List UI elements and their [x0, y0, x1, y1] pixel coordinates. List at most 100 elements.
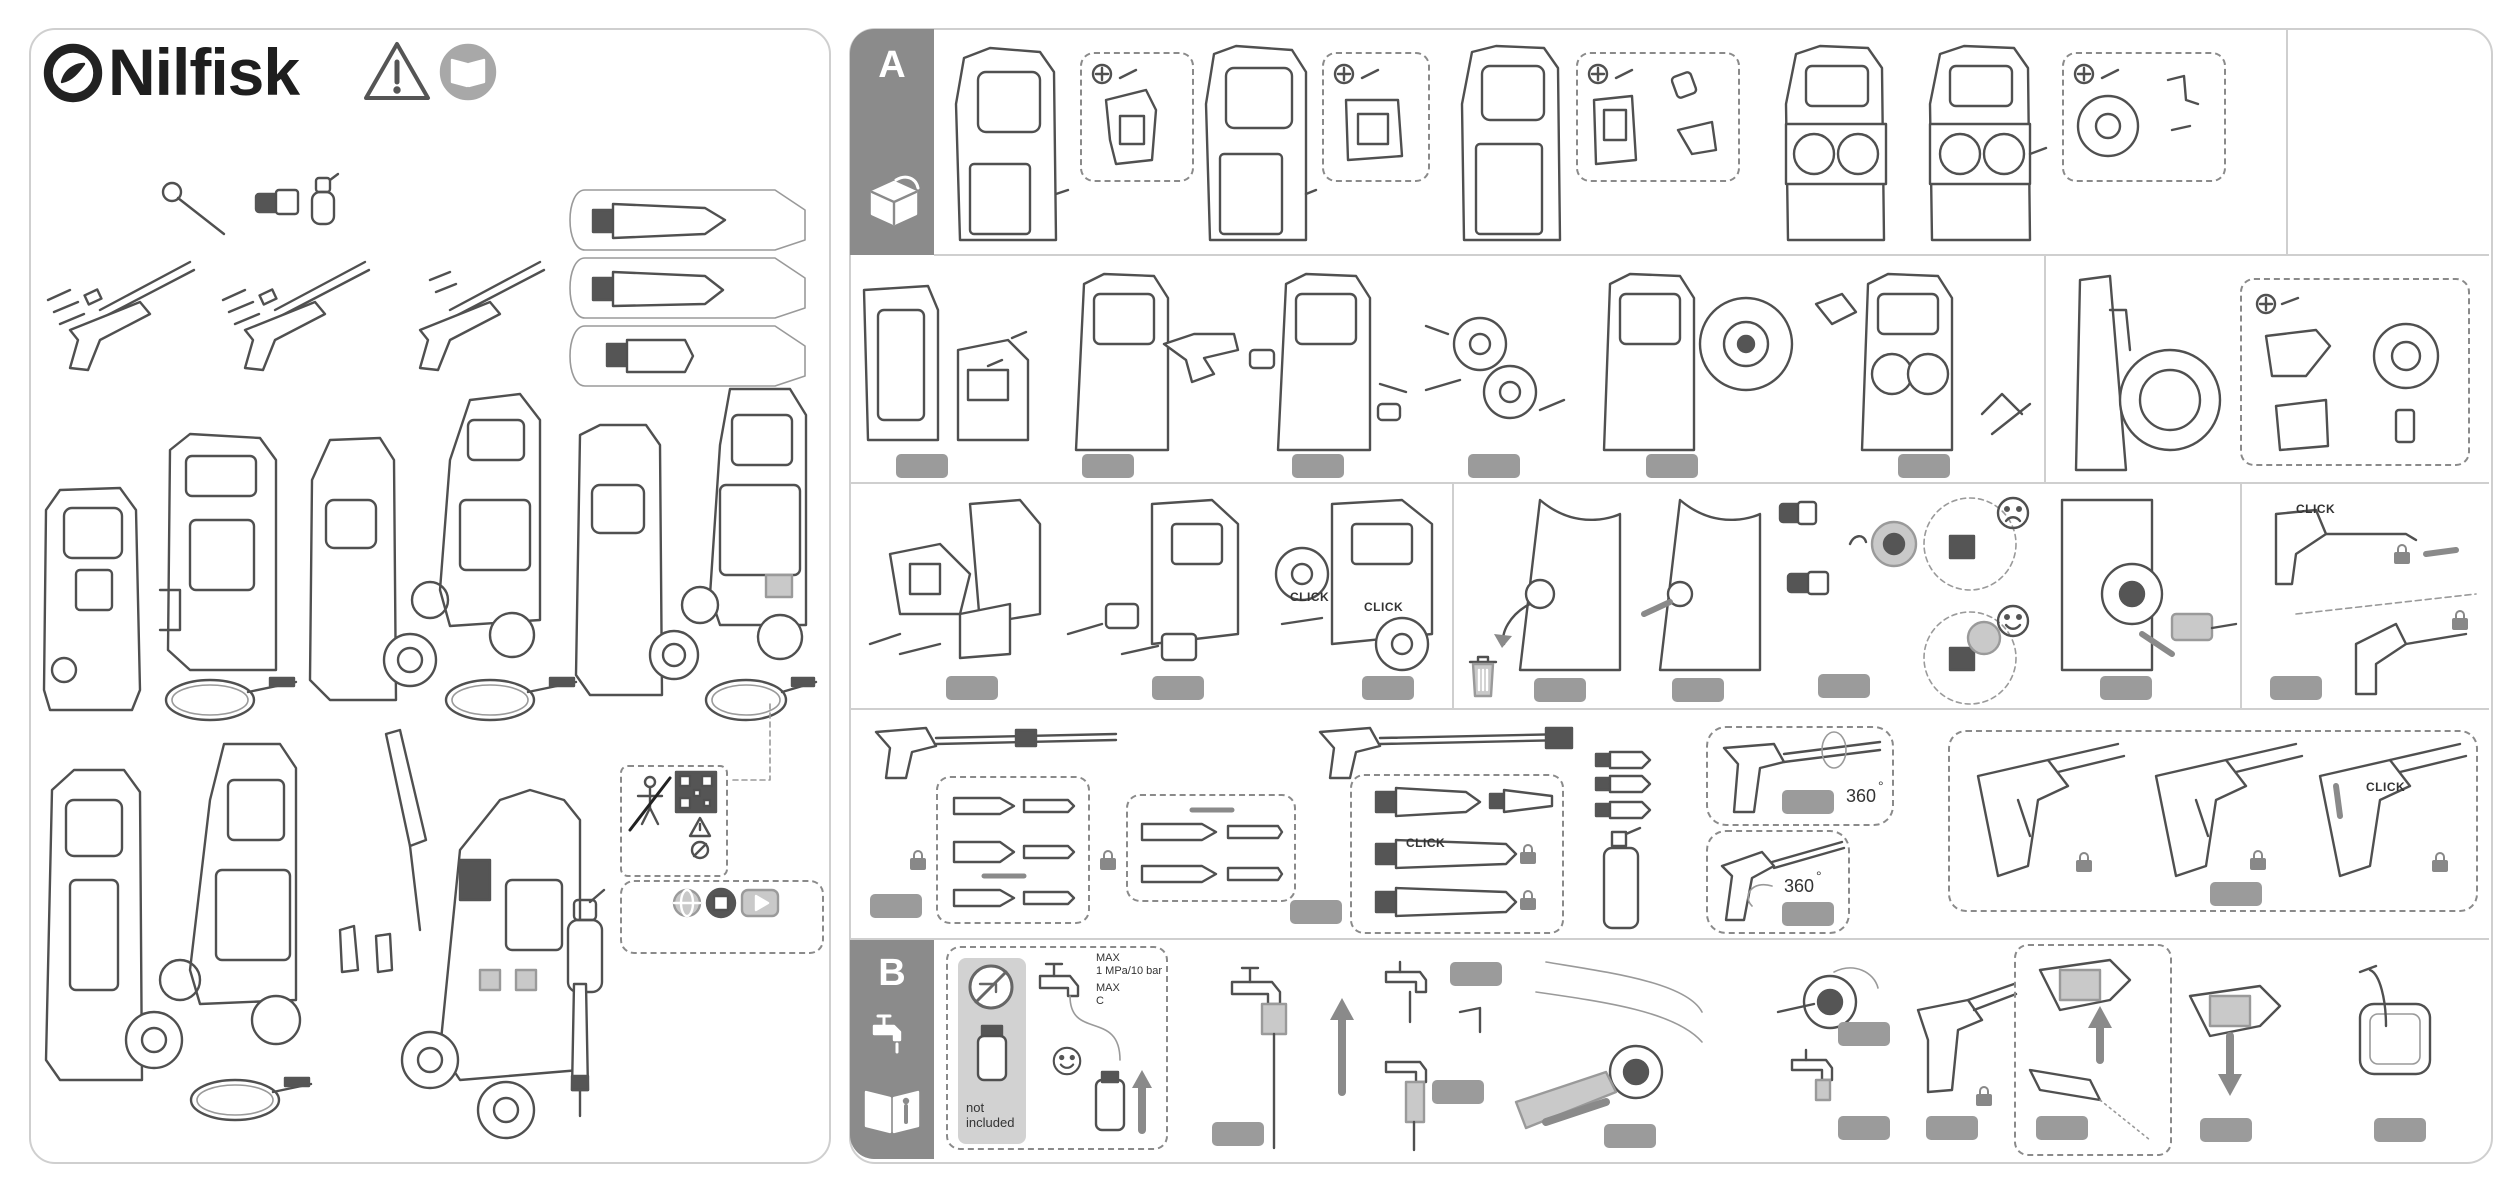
step-pill: [1782, 902, 1834, 926]
row-divider-4: [850, 938, 2489, 940]
sad-face-icon: [1996, 496, 2030, 530]
lance-part: [570, 982, 590, 1118]
media-links-box: [620, 880, 824, 954]
step-pill: [2374, 1118, 2426, 1142]
r4-nozzle-box-2: [1126, 794, 1296, 902]
step-pill: [1818, 674, 1870, 698]
box-unpack-icon: [870, 175, 920, 226]
step-pill: [1646, 454, 1698, 478]
r3-compare-circles: [1923, 497, 2017, 705]
step-pill: [1082, 454, 1134, 478]
step-pill: [946, 676, 998, 700]
rotation-label: 360: [1784, 876, 1815, 896]
r4-rotate-box-1: [1706, 726, 1894, 826]
r4-nozzle-set-3: [1374, 786, 1554, 918]
a-detail-3-parts: [1587, 63, 1718, 166]
hose-coil-3: [704, 676, 818, 722]
a-detail-box-2: [1322, 52, 1430, 182]
a-frame-2: [1204, 44, 1318, 242]
r3-assembly-2: [1066, 498, 1240, 662]
r4-gun-lance-1: [874, 726, 1118, 780]
step-pill: [2200, 1118, 2252, 1142]
step-pill: [1152, 676, 1204, 700]
no-person-icon: [628, 775, 672, 832]
water-tap-icon: [872, 1014, 902, 1054]
lock-icon: [1520, 890, 1536, 910]
col-divider-r3b: [2240, 484, 2242, 708]
b-no-tap-icon: [968, 964, 1014, 1010]
lock-icon: [1976, 1086, 1992, 1106]
a-frame-4: [1784, 44, 1888, 242]
play-video-icon[interactable]: [740, 888, 780, 918]
a-frame-3: [1460, 44, 1562, 242]
step-pill: [2270, 676, 2322, 700]
b-trigger-release: [2188, 984, 2282, 1096]
step-pill: [1450, 962, 1502, 986]
qr-code-icon: [674, 770, 718, 814]
b-inlet-closeup: [1514, 961, 1703, 1130]
step-pill: [2210, 882, 2262, 906]
r4-nozzle-box-3: [1350, 774, 1564, 934]
degree-symbol: °: [1816, 868, 1822, 884]
nozzle-callout: [569, 189, 806, 387]
r4-rotate-box-2: [1706, 830, 1850, 934]
step-pill: [1672, 678, 1724, 702]
b-gun-connect: [1916, 982, 2018, 1094]
trash-bin-icon: [1468, 655, 1498, 698]
b-tap-2: [1790, 1048, 1834, 1102]
brand-name: Nilfisk: [108, 35, 300, 109]
step-pill: [870, 894, 922, 918]
lock-icon: [2432, 852, 2448, 872]
a-detail-box-1: [1080, 52, 1194, 182]
lock-icon: [2076, 852, 2092, 872]
lock-icon: [910, 850, 926, 870]
b-switch: [2358, 964, 2432, 1076]
lock-icon: [2394, 544, 2410, 564]
step-pill: [1468, 454, 1520, 478]
rotation-label: 360: [1846, 786, 1877, 806]
step-pill: [2100, 676, 2152, 700]
a-frame-5: [1928, 44, 2048, 242]
washer-model-3: [574, 387, 808, 697]
a-detail-4-parts: [2073, 63, 2200, 158]
step-pill: [1838, 1022, 1890, 1046]
step-pill: [1838, 1116, 1890, 1140]
r2-detail-box: [2240, 278, 2470, 466]
r3-assembly-1: [868, 498, 1042, 660]
r2-frame-2: [1074, 272, 1240, 452]
click-label: CLICK: [1290, 590, 1330, 604]
r4-nozzle-set-2: [1140, 807, 1284, 884]
not-included-label: not included: [966, 1100, 1015, 1130]
r3-inlet-2: [1641, 498, 1762, 672]
warning-triangle-icon: [364, 42, 430, 100]
degree-symbol: °: [1878, 778, 1884, 794]
max-temp-label: MAX C: [1096, 982, 1120, 1007]
col-divider-r3a: [1452, 484, 1454, 708]
r4-nozzle-box-1: [936, 776, 1090, 924]
b-filter: [976, 1024, 1008, 1082]
washer-exploded: [338, 728, 582, 1140]
b-tap-connect: [1384, 960, 1482, 1152]
step-pill: [1782, 790, 1834, 814]
globe-icon[interactable]: [672, 888, 702, 918]
b-filter-box: [946, 946, 1168, 1150]
sticker-warning-icon: [688, 816, 712, 838]
a-frame-1: [954, 46, 1070, 242]
r3-assembly-3: [1274, 498, 1434, 672]
step-pill: [1898, 454, 1950, 478]
step-pill: [1292, 454, 1344, 478]
hose-coil-2: [444, 676, 578, 722]
section-b-tab: [850, 938, 934, 1159]
gun-kit-1: [46, 260, 196, 372]
qr-small-icon[interactable]: [705, 887, 737, 919]
sticker-box: [620, 765, 728, 877]
prohibited-icon: [690, 840, 710, 860]
a-detail-1-parts: [1091, 63, 1158, 166]
step-pill: [2036, 1116, 2088, 1140]
a-detail-box-4: [2062, 52, 2226, 182]
section-b-letter: B: [878, 952, 906, 994]
r2-frame-1: [862, 284, 1030, 442]
lock-icon: [1100, 850, 1116, 870]
step-pill: [1604, 1124, 1656, 1148]
section-a-letter: A: [878, 44, 906, 86]
